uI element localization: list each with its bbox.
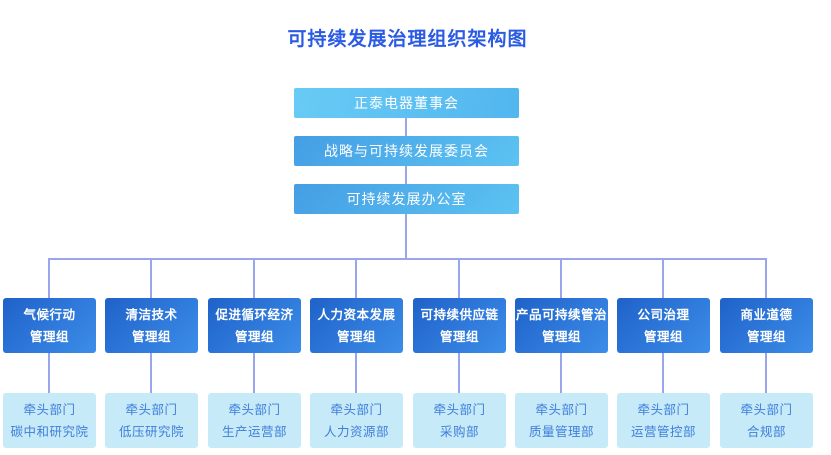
lead-label: 牵头部门 xyxy=(330,402,383,417)
connector-line xyxy=(560,259,562,298)
group-suffix: 管理组 xyxy=(336,329,376,344)
page-title: 可持续发展治理组织架构图 xyxy=(287,29,528,50)
connector-line xyxy=(150,353,152,393)
connector-line xyxy=(355,259,357,298)
lead-dept: 人力资源部 xyxy=(323,424,389,439)
org-box-lead-procurement: 牵头部门 采购部 xyxy=(413,393,506,448)
connector-line xyxy=(458,259,460,298)
group-suffix: 管理组 xyxy=(746,329,786,344)
lead-dept: 生产运营部 xyxy=(221,424,287,439)
org-box-committee: 战略与可持续发展委员会 xyxy=(294,136,519,166)
group-name: 商业道德 xyxy=(740,307,793,322)
connector-line xyxy=(48,259,50,298)
connector-line xyxy=(150,259,152,298)
lead-dept: 质量管理部 xyxy=(528,424,594,439)
lead-dept: 碳中和研究院 xyxy=(10,424,89,439)
lead-label: 牵头部门 xyxy=(433,402,486,417)
group-name: 公司治理 xyxy=(637,307,690,322)
group-suffix: 管理组 xyxy=(643,329,683,344)
org-box-group-product-governance: 产品可持续管治 管理组 xyxy=(515,298,608,353)
org-box-board: 正泰电器董事会 xyxy=(294,88,519,118)
connector-line xyxy=(405,118,407,136)
group-suffix: 管理组 xyxy=(29,329,69,344)
org-box-office: 可持续发展办公室 xyxy=(294,184,519,214)
group-name: 促进循环经济 xyxy=(215,307,294,322)
org-box-lead-human-resources: 牵头部门 人力资源部 xyxy=(310,393,403,448)
lead-label: 牵头部门 xyxy=(228,402,281,417)
group-suffix: 管理组 xyxy=(541,329,581,344)
connector-line xyxy=(662,259,664,298)
org-box-lead-quality-management: 牵头部门 质量管理部 xyxy=(515,393,608,448)
org-box-label: 正泰电器董事会 xyxy=(354,95,459,111)
lead-dept: 采购部 xyxy=(439,424,479,439)
connector-line xyxy=(405,166,407,184)
org-box-group-climate: 气候行动 管理组 xyxy=(3,298,96,353)
org-box-lead-production-operations: 牵头部门 生产运营部 xyxy=(208,393,301,448)
org-box-label: 可持续发展办公室 xyxy=(346,191,467,207)
group-suffix: 管理组 xyxy=(439,329,479,344)
connector-line xyxy=(253,353,255,393)
connector-line xyxy=(405,214,407,259)
org-box-lead-operations-control: 牵头部门 运营管控部 xyxy=(617,393,710,448)
group-suffix: 管理组 xyxy=(234,329,274,344)
org-box-label: 战略与可持续发展委员会 xyxy=(324,143,489,159)
org-box-lead-low-voltage-institute: 牵头部门 低压研究院 xyxy=(105,393,198,448)
connector-line xyxy=(48,353,50,393)
org-box-group-corporate-governance: 公司治理 管理组 xyxy=(617,298,710,353)
lead-label: 牵头部门 xyxy=(637,402,690,417)
group-name: 清洁技术 xyxy=(125,307,178,322)
connector-line xyxy=(765,259,767,298)
connector-line xyxy=(662,353,664,393)
org-box-group-human-capital: 人力资本发展 管理组 xyxy=(310,298,403,353)
connector-line xyxy=(458,353,460,393)
lead-dept: 运营管控部 xyxy=(630,424,696,439)
org-box-group-circular-economy: 促进循环经济 管理组 xyxy=(208,298,301,353)
lead-dept: 合规部 xyxy=(746,424,786,439)
connector-line xyxy=(355,353,357,393)
lead-label: 牵头部门 xyxy=(535,402,588,417)
lead-dept: 低压研究院 xyxy=(118,424,184,439)
group-suffix: 管理组 xyxy=(131,329,171,344)
connector-line xyxy=(48,258,767,260)
connector-line xyxy=(560,353,562,393)
group-name: 可持续供应链 xyxy=(420,307,499,322)
group-name: 气候行动 xyxy=(23,307,76,322)
org-box-lead-carbon-neutral-institute: 牵头部门 碳中和研究院 xyxy=(3,393,96,448)
org-box-lead-compliance: 牵头部门 合规部 xyxy=(720,393,813,448)
group-name: 产品可持续管治 xyxy=(515,307,607,322)
org-box-group-business-ethics: 商业道德 管理组 xyxy=(720,298,813,353)
org-box-group-supply-chain: 可持续供应链 管理组 xyxy=(413,298,506,353)
lead-label: 牵头部门 xyxy=(125,402,178,417)
connector-line xyxy=(765,353,767,393)
lead-label: 牵头部门 xyxy=(23,402,76,417)
lead-label: 牵头部门 xyxy=(740,402,793,417)
org-box-group-cleantech: 清洁技术 管理组 xyxy=(105,298,198,353)
connector-line xyxy=(253,259,255,298)
group-name: 人力资本发展 xyxy=(317,307,396,322)
